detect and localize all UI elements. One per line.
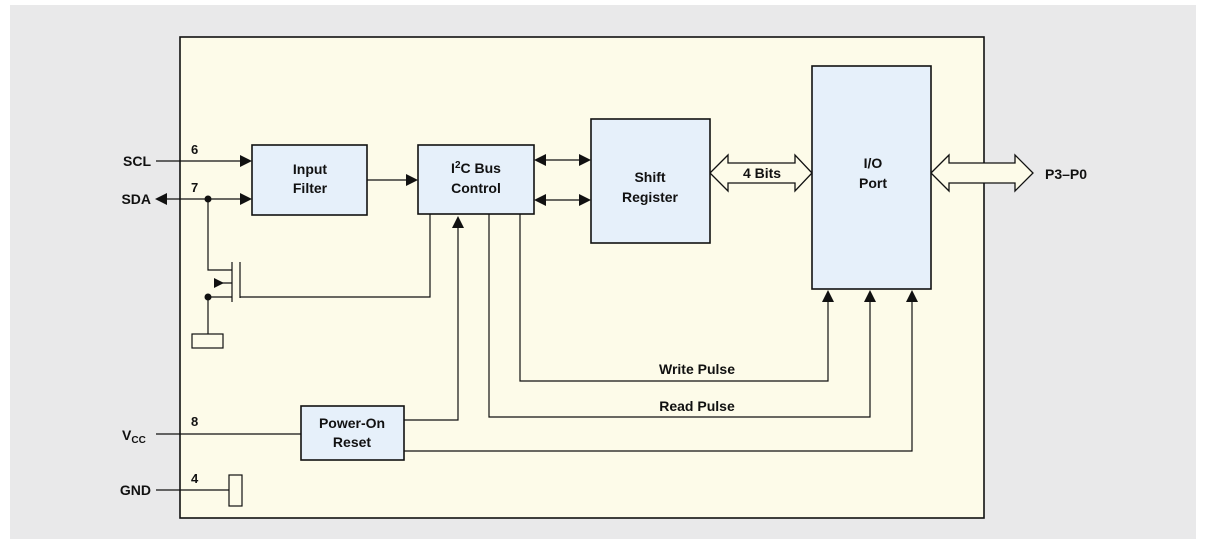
power-on-reset-block (300, 405, 405, 461)
reset-to-port-wire (404, 300, 913, 452)
link-bottom-right-arrow (579, 194, 591, 206)
read-pulse-label: Read Pulse (659, 398, 735, 414)
input-filter-label-1: Input (293, 161, 328, 177)
drain-wire (207, 199, 232, 271)
power-on-reset-label-1: Power-On (319, 415, 385, 431)
port-bus-arrow (930, 153, 1034, 193)
read-pulse-wire (488, 214, 871, 418)
vcc-pin-number: 8 (191, 414, 198, 429)
sda-out-arrow (155, 193, 167, 205)
reset-to-port-arrow (906, 290, 918, 302)
link-top-right-arrow (579, 154, 591, 166)
sda-label: SDA (121, 191, 151, 207)
transistor-arrow (214, 278, 224, 288)
gnd-pin-number: 4 (191, 471, 199, 486)
link-top-left-arrow (534, 154, 546, 166)
filter-to-control-arrow (406, 174, 418, 186)
i2c-control-label-1: I2C Bus (451, 160, 501, 176)
scl-label: SCL (123, 153, 151, 169)
sda-in-arrow (240, 193, 252, 205)
io-port-block (811, 65, 932, 290)
scl-pin-number: 6 (191, 142, 198, 157)
vcc-label: VCC (122, 427, 146, 446)
write-pulse-label: Write Pulse (659, 361, 735, 377)
read-pulse-arrow (864, 290, 876, 302)
gnd-symbol (228, 474, 243, 507)
power-on-reset-label-2: Reset (333, 434, 371, 450)
io-port-label-2: Port (859, 175, 887, 191)
io-port-label-1: I/O (864, 155, 883, 171)
input-filter-label-2: Filter (293, 180, 328, 196)
gate-control-wire (240, 214, 431, 298)
shift-register-block (590, 118, 711, 244)
input-filter-block (251, 144, 368, 216)
reset-to-control-arrow (452, 216, 464, 228)
i2c-control-label-2: Control (451, 180, 501, 196)
four-bits-label: 4 Bits (743, 165, 781, 181)
source-junction-dot (204, 293, 212, 301)
shift-register-label-1: Shift (634, 169, 665, 185)
port-label: P3–P0 (1045, 166, 1087, 182)
write-pulse-wire (519, 214, 829, 382)
scl-arrow (240, 155, 252, 167)
reset-to-control-wire (404, 226, 459, 421)
gnd-label: GND (120, 482, 151, 498)
i2c-control-block (417, 144, 535, 215)
sda-pin-number: 7 (191, 180, 198, 195)
shift-register-label-2: Register (622, 189, 679, 205)
link-bottom-left-arrow (534, 194, 546, 206)
write-pulse-arrow (822, 290, 834, 302)
ground-symbol (191, 333, 224, 349)
